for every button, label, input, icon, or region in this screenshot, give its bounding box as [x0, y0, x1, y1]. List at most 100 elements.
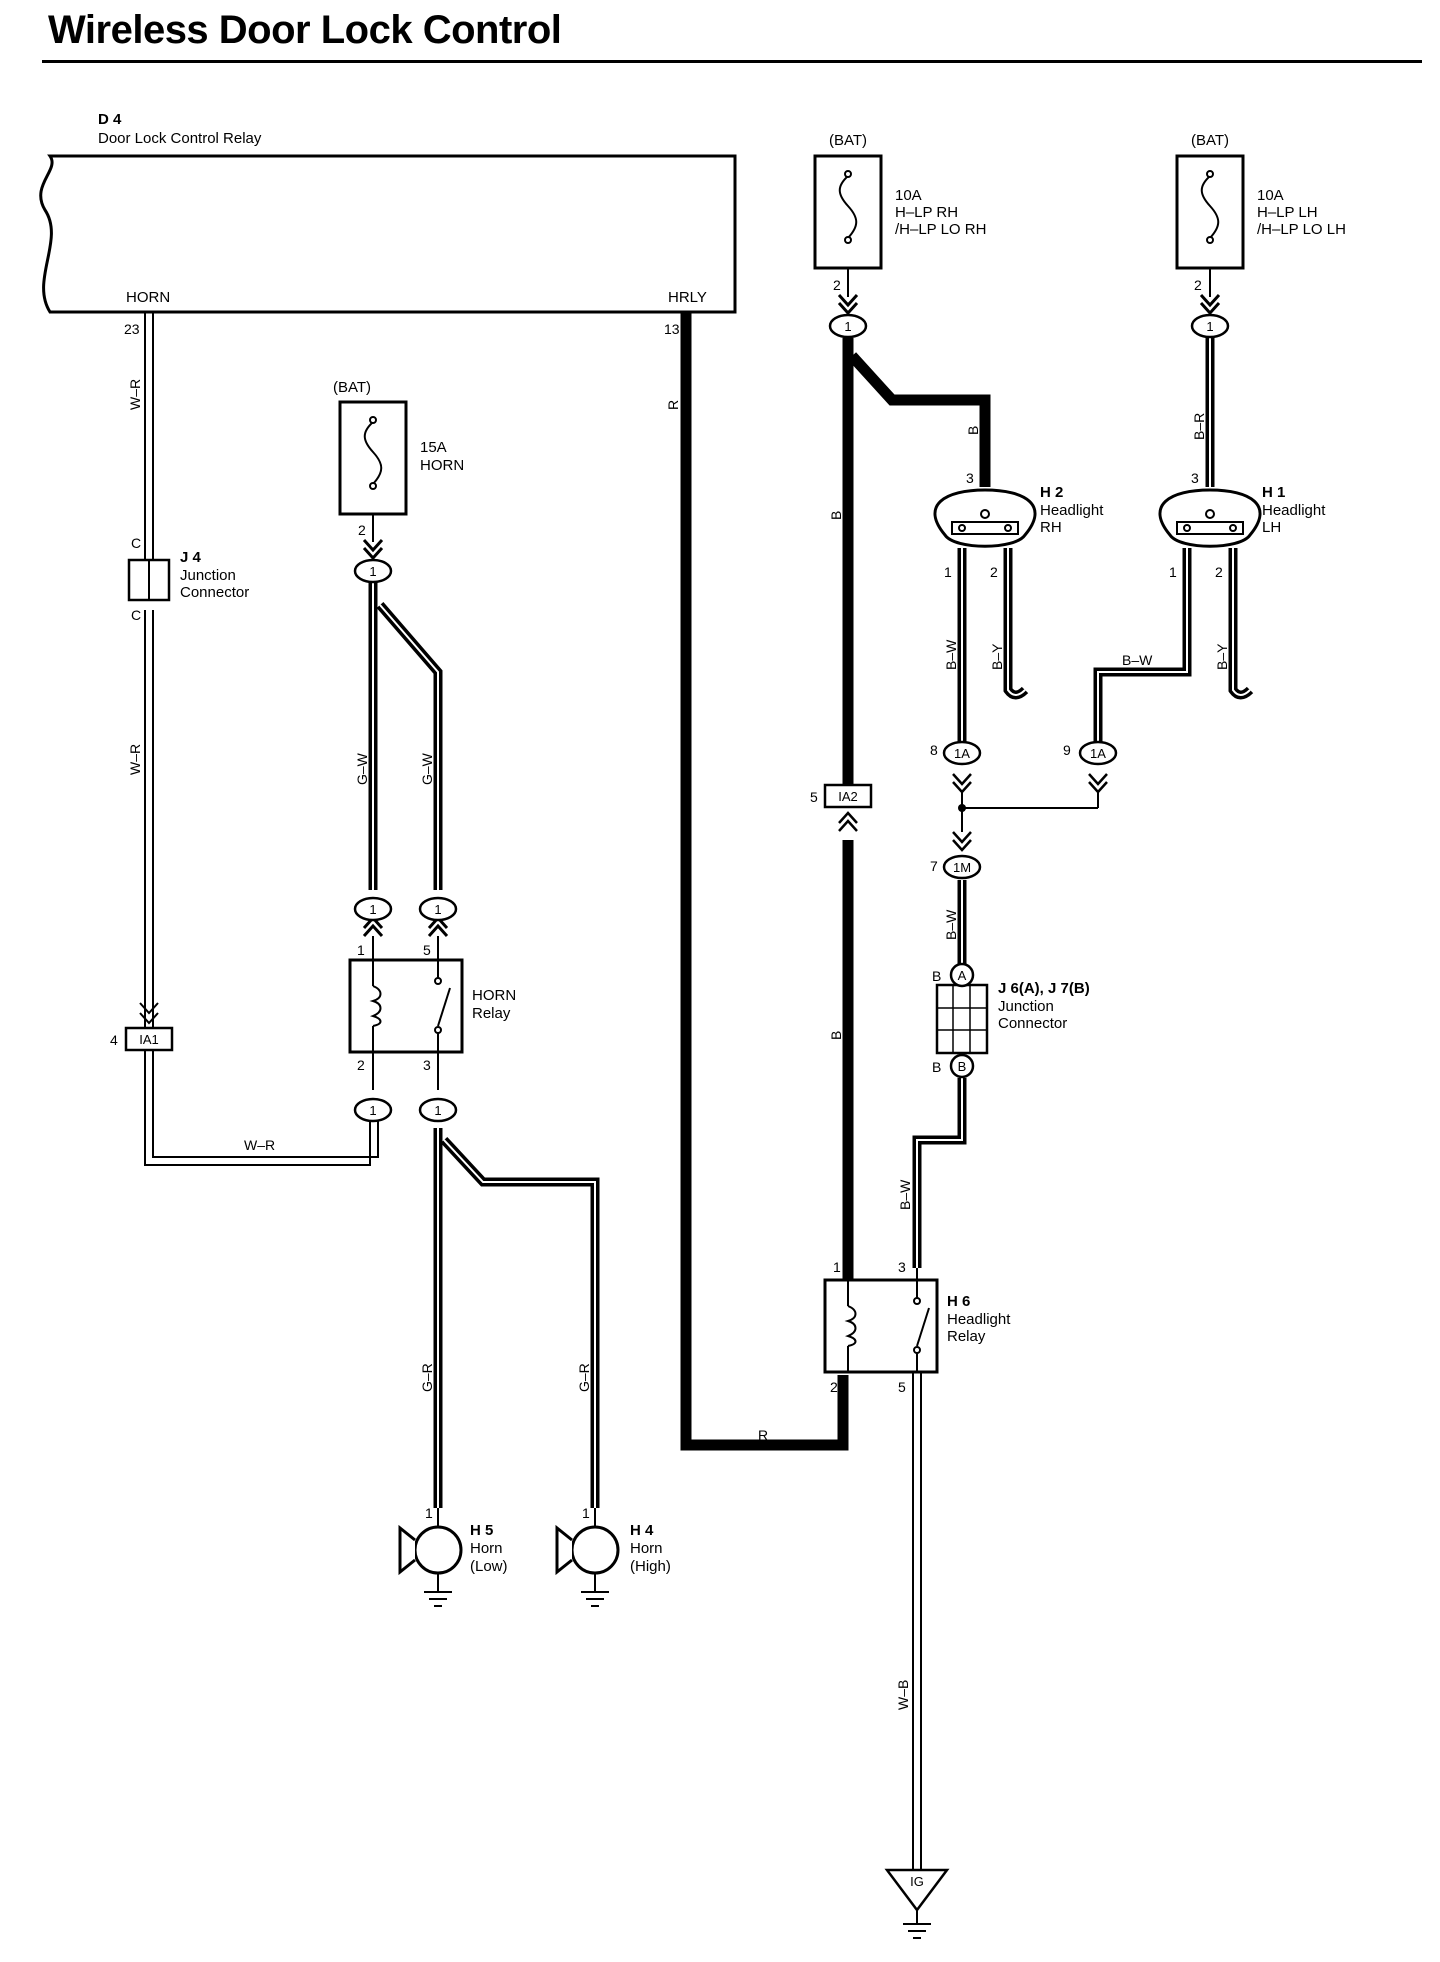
horn-fuse: (BAT) 15A HORN 2: [333, 379, 464, 561]
conn-1a-rh: 1A: [954, 746, 970, 761]
wire-g-r-horns: [433, 1128, 600, 1508]
j4-code: J 4: [180, 549, 202, 566]
conn-1-horn-relay-1: 1: [369, 902, 376, 917]
h6-pin-2: 2: [830, 1379, 838, 1395]
rh-fuse-name-2: /H–LP LO RH: [895, 221, 986, 238]
h5-pin: 1: [425, 1505, 433, 1521]
conn-1-rh-fuse: 1: [844, 319, 851, 334]
wire-b-w-headlights: [957, 548, 1254, 742]
d4-terminal-hrly: HRLY: [668, 289, 707, 306]
h1-name-1: Headlight: [1262, 502, 1326, 519]
wire-label-g-w-1: G–W: [354, 752, 370, 785]
h2-pin-3: 3: [966, 470, 974, 486]
wire-label-g-w-2: G–W: [419, 752, 435, 785]
horn-relay-name-2: Relay: [472, 1005, 511, 1022]
conn-1-lh-fuse: 1: [1206, 319, 1213, 334]
h4-pin: 1: [582, 1505, 590, 1521]
h2-name-1: Headlight: [1040, 502, 1104, 519]
horn-relay-pin-3: 3: [423, 1057, 431, 1073]
ig-ground: IG: [884, 1868, 950, 1939]
lh-fuse-amp: 10A: [1257, 187, 1284, 204]
h1-pin-3: 3: [1191, 470, 1199, 486]
horn-fuse-bat: (BAT): [333, 379, 371, 396]
connector-ovals: 1 1 1 1 1 1 1 1A 1A 1M: [353, 313, 1230, 1123]
wire-label-b-w-2: B–W: [1122, 652, 1153, 668]
ia2-pin: 5: [810, 789, 818, 805]
conn-1m: 1M: [953, 860, 971, 875]
d4-pin-13: 13: [664, 321, 680, 337]
wire-label-r-2: R: [758, 1427, 768, 1443]
door-lock-control-relay: D 4 Door Lock Control Relay HORN HRLY 23…: [39, 111, 737, 337]
rh-fuse-bat: (BAT): [829, 132, 867, 149]
lh-fuse-pin: 2: [1194, 277, 1202, 293]
h1-name-2: LH: [1262, 519, 1281, 536]
horn-low-h5: 1 H 5 Horn (Low): [398, 1505, 508, 1607]
conn-1-horn-relay-3: 1: [434, 1103, 441, 1118]
wire-label-w-r-2: W–R: [127, 744, 143, 775]
rh-fuse-name-1: H–LP RH: [895, 204, 958, 221]
d4-terminal-horn: HORN: [126, 289, 170, 306]
horn-relay: 1 5 2 3 HORN Relay: [348, 915, 516, 1090]
h4-code: H 4: [630, 1522, 654, 1539]
horn-fuse-amp: 15A: [420, 439, 447, 456]
lh-fuse-name-1: H–LP LH: [1257, 204, 1318, 221]
lh-fuse-name-2: /H–LP LO LH: [1257, 221, 1346, 238]
h6-pin-1: 1: [833, 1259, 841, 1275]
j6-j7-junction-connector: A B B B J 6(A), J 7(B) Junction Connecto…: [932, 962, 1090, 1079]
h6-name-1: Headlight: [947, 1311, 1011, 1328]
ia1-connector: IA1 4: [110, 1026, 174, 1052]
h5-code: H 5: [470, 1522, 493, 1539]
headlight-rh-fuse: (BAT) 10A H–LP RH /H–LP LO RH 2: [813, 132, 986, 316]
wire-label-w-b: W–B: [895, 1680, 911, 1710]
wire-label-b-y-1: B–Y: [989, 643, 1005, 670]
wire-w-r-horn-signal: [144, 312, 379, 1166]
d4-name: Door Lock Control Relay: [98, 130, 262, 147]
h2-name-2: RH: [1040, 519, 1062, 536]
onem-pin: 7: [930, 858, 938, 874]
connector-1a-pair: 8 9 7: [930, 742, 1108, 874]
j7-side-label: B: [932, 1059, 941, 1075]
ia1-label: IA1: [139, 1032, 159, 1047]
conn-1a-lh: 1A: [1090, 746, 1106, 761]
h4-name-2: (High): [630, 1558, 671, 1575]
wire-label-w-r-3: W–R: [244, 1137, 275, 1153]
j6j7-name-1: Junction: [998, 998, 1054, 1015]
h2-pin-1: 1: [944, 564, 952, 580]
wire-b-w-relay: [912, 880, 967, 1268]
d4-pin-23: 23: [124, 321, 140, 337]
wire-label-b-w-1: B–W: [943, 639, 959, 670]
ia2-connector: IA2 5: [810, 783, 873, 832]
wire-label-b-1: B: [828, 511, 844, 520]
j4-name-1: Junction: [180, 567, 236, 584]
horn-high-h4: 1 H 4 Horn (High): [555, 1505, 671, 1607]
conn-1-horn-relay-2: 1: [369, 1103, 376, 1118]
ia1-arrow: [139, 1002, 159, 1025]
wire-label-b-y-2: B–Y: [1214, 643, 1230, 670]
h1-pin-1: 1: [1169, 564, 1177, 580]
page-title: Wireless Door Lock Control: [48, 8, 562, 52]
h6-code: H 6: [947, 1293, 970, 1310]
wire-label-b-r: B–R: [1191, 413, 1207, 440]
rh-fuse-amp: 10A: [895, 187, 922, 204]
j6j7-name-2: Connector: [998, 1015, 1067, 1032]
wire-label-g-r-2: G–R: [576, 1363, 592, 1392]
h5-name-1: Horn: [470, 1540, 503, 1557]
wire-g-w-horn-fuse: [368, 582, 443, 890]
h5-name-2: (Low): [470, 1558, 508, 1575]
h2-code: H 2: [1040, 484, 1063, 501]
horn-relay-pin-1: 1: [357, 942, 365, 958]
wire-label-b-w-4: B–W: [897, 1179, 913, 1210]
wire-label-b-w-3: B–W: [943, 909, 959, 940]
j4-junction-connector: C C J 4 Junction Connector: [127, 535, 249, 623]
h2-pin-2: 2: [990, 564, 998, 580]
h6-name-2: Relay: [947, 1328, 986, 1345]
headlight-rh-h2: 3 1 2 H 2 Headlight RH: [933, 470, 1104, 580]
wire-label-r-1: R: [665, 400, 681, 410]
ig-label: IG: [910, 1874, 924, 1889]
conn-1-horn-relay-5: 1: [434, 902, 441, 917]
horn-relay-name-1: HORN: [472, 987, 516, 1004]
h6-pin-5: 5: [898, 1379, 906, 1395]
wire-w-b-ig: [912, 1372, 922, 1870]
wire-label-g-r-1: G–R: [419, 1363, 435, 1392]
